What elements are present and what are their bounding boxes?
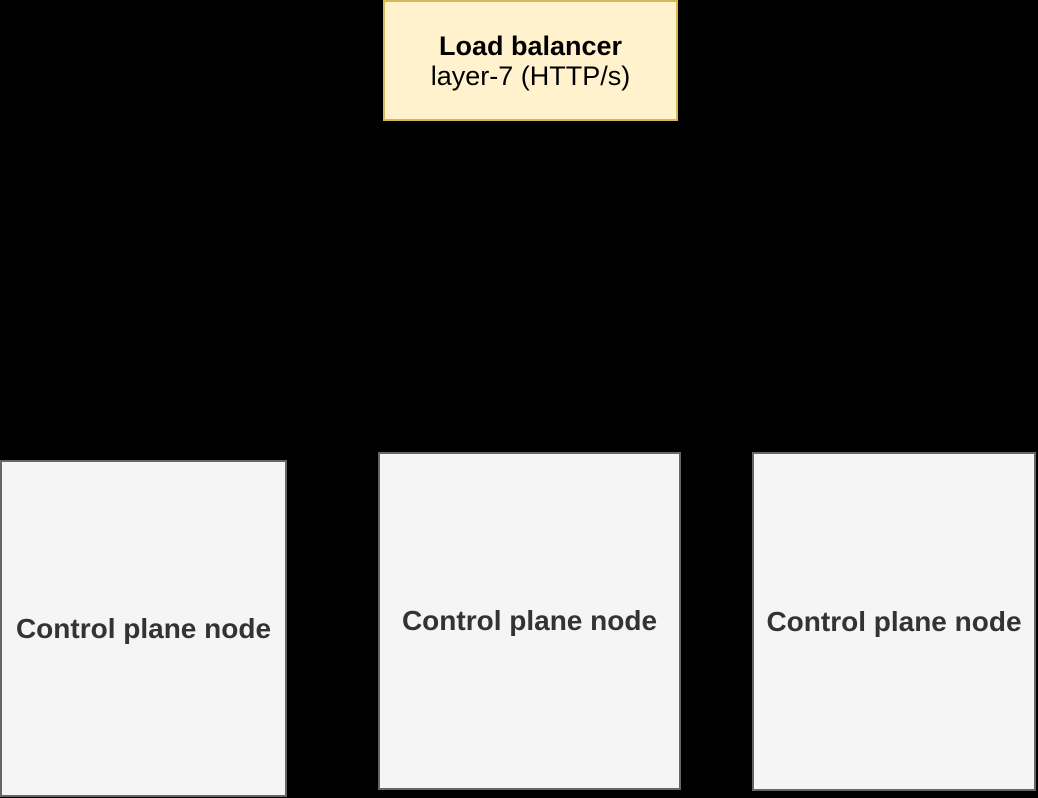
load-balancer-node: Load balancer layer-7 (HTTP/s)	[383, 0, 678, 121]
control-plane-node-1-label: Control plane node	[15, 612, 272, 644]
load-balancer-title: Load balancer	[438, 30, 623, 61]
control-plane-node-1: Control plane node	[0, 460, 287, 797]
control-plane-node-2: Control plane node	[378, 452, 681, 790]
control-plane-node-2-label: Control plane node	[401, 605, 658, 636]
load-balancer-subtitle: layer-7 (HTTP/s)	[430, 60, 631, 91]
control-plane-node-3: Control plane node	[752, 452, 1036, 791]
control-plane-node-3-label: Control plane node	[766, 605, 1022, 637]
